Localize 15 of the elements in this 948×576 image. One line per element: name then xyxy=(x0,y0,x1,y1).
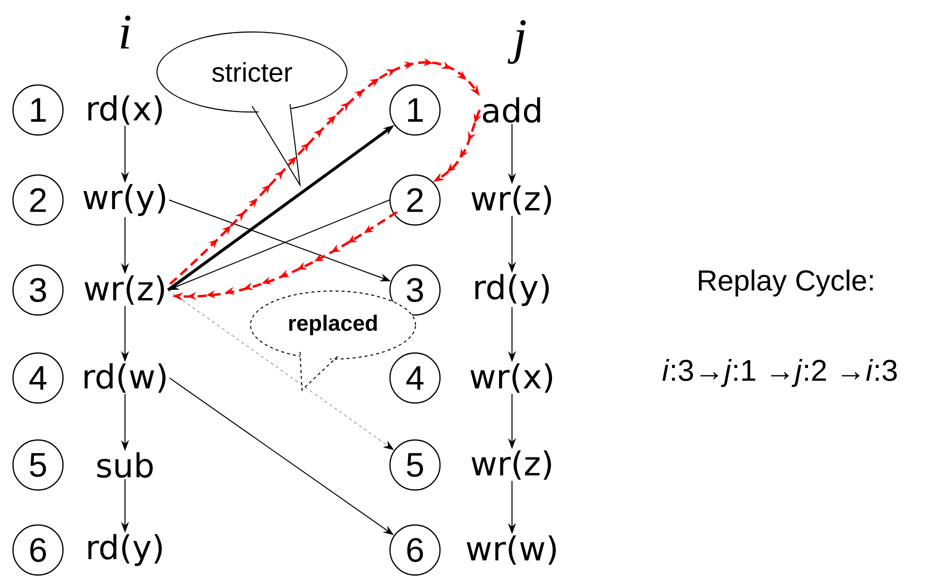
instruction-text: sub xyxy=(97,452,153,478)
instruction-text: rd(y) xyxy=(475,274,549,306)
arrow xyxy=(168,290,394,450)
instruction-text: wr(z) xyxy=(472,450,551,480)
instruction-text: wr(w) xyxy=(466,535,556,565)
instruction-text: rd(y) xyxy=(88,534,162,566)
instruction-text: wr(x) xyxy=(470,363,552,393)
heading-text: Replay Cycle: xyxy=(698,269,873,297)
instruction-text: add xyxy=(482,97,540,123)
instruction-text: rd(w) xyxy=(84,363,166,393)
column-heading: i xyxy=(120,15,130,49)
column-heading: j xyxy=(508,20,526,64)
instruction-text: wr(z) xyxy=(472,185,551,215)
instruction-text: wr(z) xyxy=(84,275,164,305)
cycle-formula: i:3→j:1 →j:2 →i:3 xyxy=(662,359,897,387)
